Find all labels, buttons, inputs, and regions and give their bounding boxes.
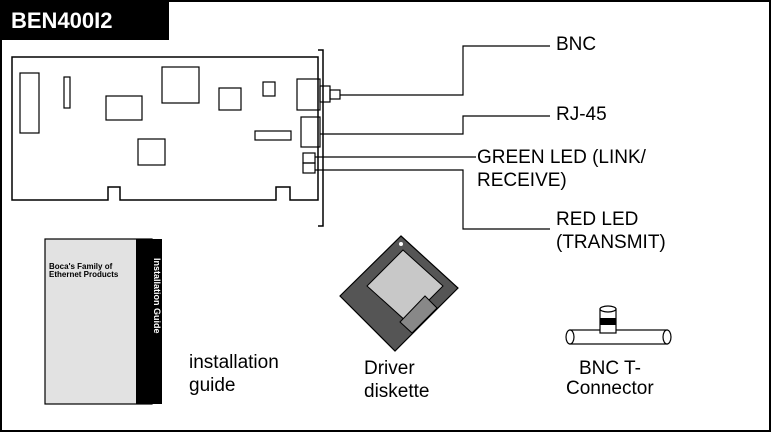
installation-guide-booklet: Installation Guide — [44, 238, 162, 405]
rj45-label: RJ-45 — [556, 104, 607, 125]
diskette-label-line1: Driver — [364, 358, 415, 379]
guide-spine-text: Installation Guide — [152, 258, 162, 334]
tconnector-label-line2: Connector — [566, 378, 654, 399]
diskette-icon — [339, 235, 459, 352]
red-led-label-line1: RED LED — [556, 209, 639, 230]
guide-label-line1: installation — [189, 352, 279, 373]
bnc-t-connector-icon — [565, 305, 672, 345]
bnc-leader — [340, 45, 550, 96]
green-led-label-line1: GREEN LED (LINK/ — [477, 147, 646, 168]
green-led-label-line2: RECEIVE) — [477, 170, 567, 191]
rj45-leader — [320, 115, 550, 135]
network-card — [11, 49, 341, 227]
leader-lines — [315, 45, 550, 230]
diskette-label-line2: diskette — [364, 381, 430, 402]
red-led-leader — [315, 169, 550, 230]
bnc-label: BNC — [556, 34, 597, 55]
guide-cover-title: Boca's Family of Ethernet Products — [49, 262, 119, 279]
tconnector-label-line1: BNC T- — [579, 358, 641, 379]
guide-label-line2: guide — [189, 375, 236, 396]
red-led-label-line2: (TRANSMIT) — [556, 232, 666, 253]
product-title: BEN400I2 — [2, 2, 169, 40]
